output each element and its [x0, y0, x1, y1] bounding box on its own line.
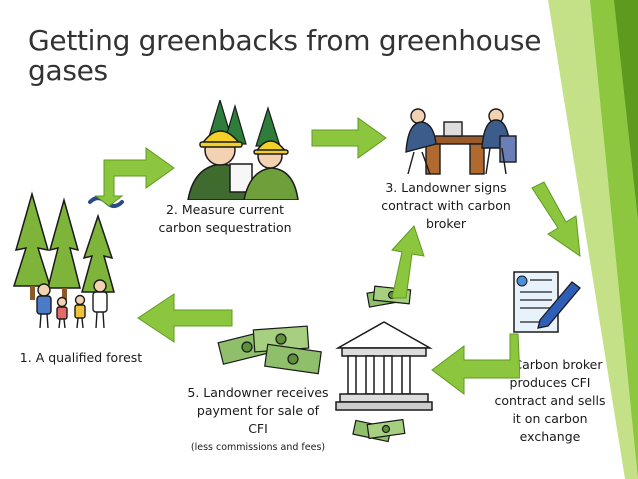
flow-arrow-icon [391, 225, 425, 299]
step3-label-line1: 3. Landowner signs [385, 180, 507, 195]
surveyors-icon [187, 100, 299, 200]
money-stack-icon [352, 418, 406, 443]
step5-label-line2: payment for sale of [196, 403, 320, 418]
step2-label-line1: 2. Measure current [165, 202, 285, 217]
flow-arrow-icon [431, 333, 520, 395]
forest-family-icon [12, 191, 124, 329]
step1-label: 1. A qualified forest [19, 350, 143, 365]
flow-arrow-icon [311, 117, 387, 159]
step4-label-line3: contract and sells [494, 393, 606, 408]
step5-note: (less commissions and fees) [190, 442, 326, 453]
step5-label-line3: CFI [248, 421, 268, 436]
money-stack-icon [217, 325, 322, 375]
step4-label-line1: 4. Carbon broker [497, 357, 603, 372]
step3-label-line2: contract with carbon [381, 198, 511, 213]
step5-label-line1: 5. Landowner receives [187, 385, 329, 400]
bank-building-icon [335, 321, 433, 411]
step4-label-line2: produces CFI [509, 375, 591, 390]
step2-label-line2: carbon sequestration [158, 220, 292, 235]
business-meeting-icon [405, 108, 517, 175]
step3-label-line3: broker [425, 216, 467, 231]
contract-document-icon [513, 271, 581, 333]
slide-title: Getting greenbacks from greenhouse gases [28, 24, 542, 87]
step4-label-line4: it on carbon [512, 411, 588, 426]
flow-arrow-icon [531, 181, 581, 258]
step4-label-line5: exchange [519, 429, 581, 444]
flow-arrow-icon [137, 293, 233, 343]
flow-arrow-icon [94, 147, 175, 207]
